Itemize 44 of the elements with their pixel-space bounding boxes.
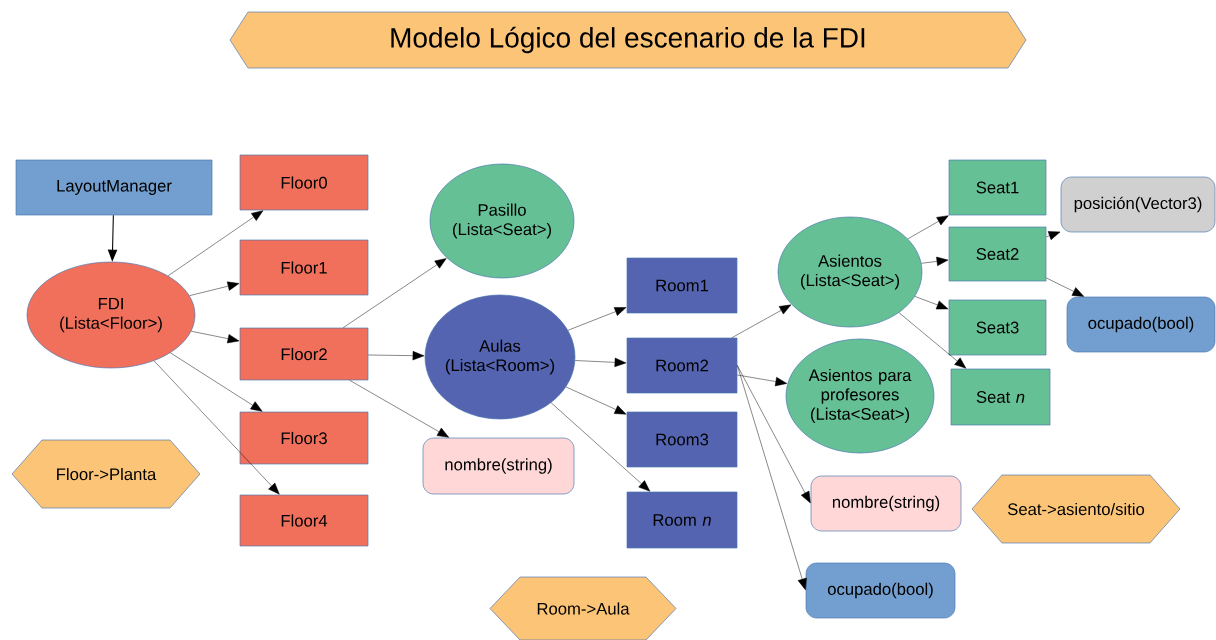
note-hexagon: Seat->asiento/sitio [971,474,1181,544]
arrow [349,380,449,438]
arrow [575,357,627,367]
attribute-box: posición(Vector3) [1060,176,1216,233]
attribute-box: ocupado(bool) [805,562,956,619]
room-box: Room3 [626,411,738,468]
arrow [731,304,792,338]
arrow [1046,231,1061,240]
attribute-box: nombre(string) [422,437,575,495]
arrow [342,258,447,328]
arrow [368,351,425,361]
attribute-box: nombre(string) [810,475,962,532]
note-hexagon: Room->Aula [489,576,677,640]
room-box: Room1 [626,257,738,314]
floor-box: Floor1 [239,239,369,296]
seat-box: Seat3 [948,299,1047,356]
arrow [907,215,949,240]
arrow [567,307,627,331]
arrow [153,360,280,495]
arrow [737,365,811,504]
seat-box: Seat1 [948,159,1047,216]
arrow [170,352,263,412]
arrow [189,281,240,296]
class-box: LayoutManager [15,159,213,216]
arrow [914,296,949,310]
floor-box: Floor2 [239,327,369,381]
room-box: Room2 [626,337,738,394]
floor-box: Floor0 [239,154,369,211]
arrow [921,256,949,266]
seat-box: Seat2 [948,226,1047,282]
floor-box: Floor4 [239,494,369,547]
arrow [737,374,788,387]
arrow [565,386,627,415]
room-box: Room n [626,491,738,549]
arrow [898,312,967,369]
floor-box: Floor3 [239,411,369,465]
arrow [550,402,651,492]
arrow [191,331,240,344]
arrow [737,365,807,591]
arrow [1046,277,1085,297]
note-hexagon: Floor->Planta [11,439,201,509]
arrow [167,210,264,276]
seat-box: Seat n [950,368,1051,426]
attribute-box: ocupado(bool) [1066,296,1216,353]
